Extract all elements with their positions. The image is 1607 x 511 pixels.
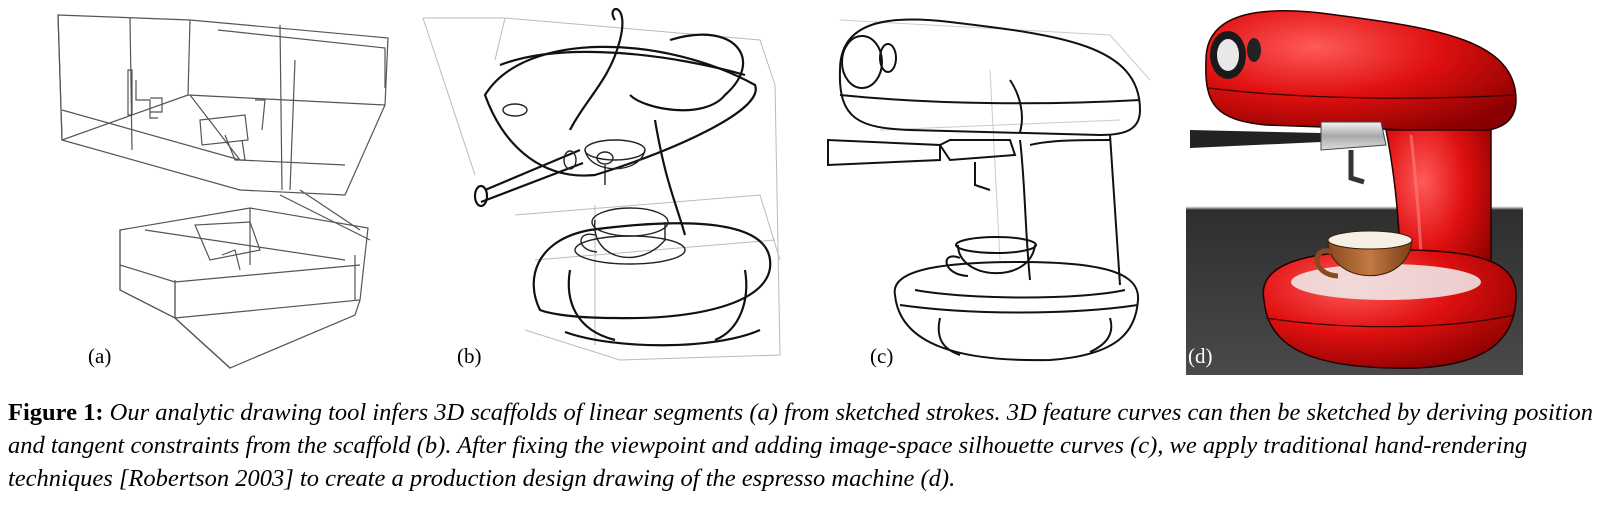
panel-label-c: (c): [870, 344, 894, 368]
figure-panel-c: (c): [820, 0, 1165, 380]
caption-lead: Figure 1:: [8, 399, 104, 426]
caption-text: Our analytic drawing tool infers 3D scaf…: [8, 399, 1593, 492]
figure-panel-d: (d): [1186, 0, 1523, 375]
panel-label-a: (a): [88, 344, 112, 368]
figure-panel-b: (b): [415, 0, 795, 380]
figure-panel-a: (a): [50, 0, 400, 380]
panel-label-d: (d): [1188, 344, 1213, 368]
feature-curves-drawing: [422, 7, 781, 361]
rendered-espresso-machine: [1186, 0, 1523, 375]
scaffold-wireframe-drawing: [57, 14, 389, 369]
figure-caption: Figure 1: Our analytic drawing tool infe…: [8, 396, 1600, 495]
silhouette-line-drawing: [827, 18, 1151, 362]
panel-label-b: (b): [457, 344, 482, 368]
